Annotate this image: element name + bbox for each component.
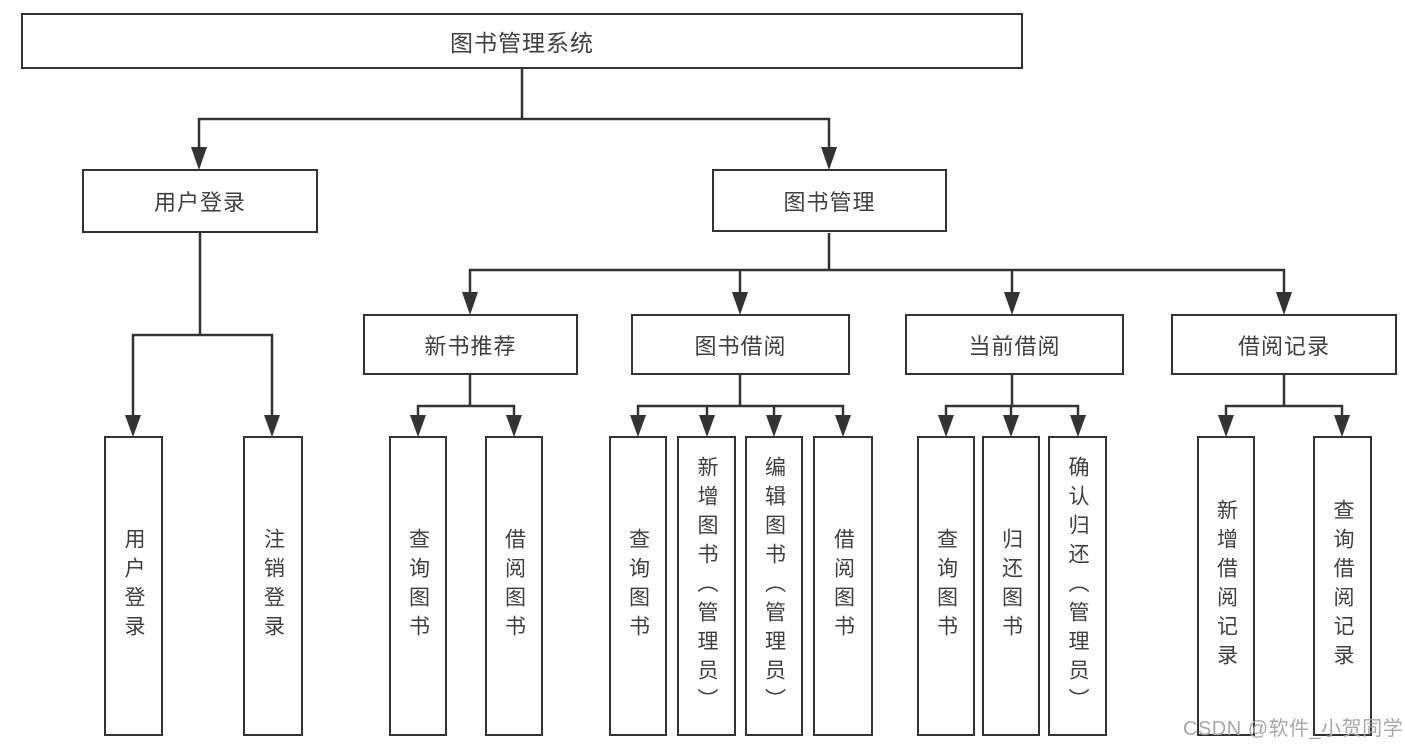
node-label: 注销登录 — [261, 528, 285, 644]
node-label: 查询图书 — [406, 528, 430, 644]
node-label: 确认归还（管理员） — [1066, 455, 1089, 717]
leaf-logout: 注销登录 — [243, 436, 303, 736]
leaf-query-books-borrowing: 查询图书 — [609, 436, 667, 736]
node-library-management-system: 图书管理系统 — [21, 13, 1023, 69]
leaf-user-login: 用户登录 — [104, 436, 163, 736]
csdn-watermark: CSDN @软件_小贺同学 — [1183, 718, 1404, 740]
leaf-add-borrow-record: 新增借阅记录 — [1197, 436, 1255, 736]
leaf-query-books-recommend: 查询图书 — [389, 436, 447, 736]
node-new-book-recommend: 新书推荐 — [363, 314, 578, 375]
leaf-query-borrow-record: 查询借阅记录 — [1313, 436, 1372, 736]
node-label: 新增图书（管理员） — [695, 455, 718, 717]
node-label: 图书管理系统 — [450, 30, 594, 56]
node-label: 查询借阅记录 — [1331, 499, 1354, 673]
node-label: 用户登录 — [153, 190, 246, 215]
leaf-add-books-admin: 新增图书（管理员） — [677, 436, 736, 736]
node-label: 图书管理 — [783, 189, 876, 215]
node-user-login: 用户登录 — [82, 169, 318, 233]
node-current-borrowing: 当前借阅 — [905, 314, 1124, 375]
node-label: 新增借阅记录 — [1214, 499, 1238, 673]
leaf-borrow-books: 借阅图书 — [813, 436, 873, 736]
node-label: 借阅记录 — [1237, 333, 1330, 359]
node-label: 图书借阅 — [694, 333, 787, 359]
node-label: 归还图书 — [999, 528, 1023, 644]
arrowhead-icons — [125, 147, 1350, 437]
node-label: 查询图书 — [626, 528, 650, 644]
node-label: 编辑图书（管理员） — [762, 455, 786, 717]
node-book-borrowing: 图书借阅 — [631, 314, 850, 375]
leaf-borrow-books-recommend: 借阅图书 — [485, 436, 543, 736]
leaf-edit-books-admin: 编辑图书（管理员） — [745, 436, 803, 736]
leaf-query-books-current: 查询图书 — [917, 436, 975, 736]
node-label: 借阅图书 — [502, 528, 526, 644]
node-label: 当前借阅 — [968, 333, 1061, 359]
node-label: 借阅图书 — [831, 528, 855, 644]
node-label: 查询图书 — [934, 528, 958, 644]
leaf-return-books: 归还图书 — [982, 436, 1040, 736]
leaf-confirm-return-admin: 确认归还（管理员） — [1048, 436, 1107, 736]
node-book-management: 图书管理 — [712, 169, 947, 232]
node-label: 新书推荐 — [424, 333, 517, 359]
node-borrowing-records: 借阅记录 — [1171, 314, 1397, 375]
node-label: 用户登录 — [122, 528, 145, 644]
